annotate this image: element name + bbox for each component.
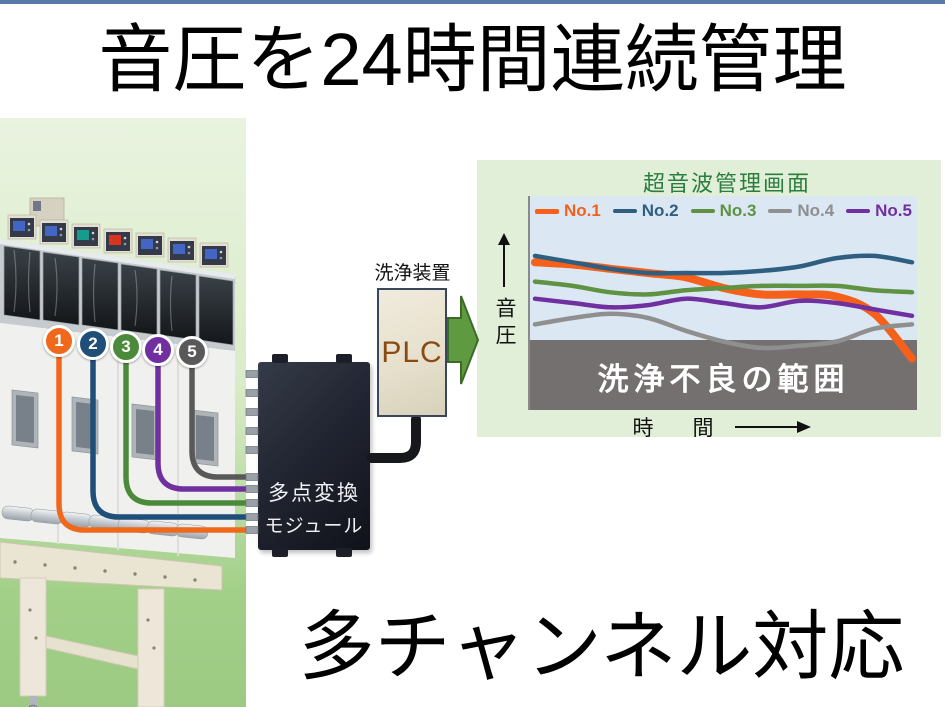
legend-label: No.1	[564, 201, 601, 220]
legend-label: No.4	[797, 201, 835, 220]
legend-item-No.1: No.1	[535, 201, 601, 221]
y-axis-text: 音圧	[493, 297, 516, 351]
legend-label: No.3	[719, 201, 757, 220]
channel-badge-4: 4	[142, 334, 174, 366]
module-connector	[245, 526, 259, 534]
machine-photo	[0, 118, 246, 707]
legend-item-No.3: No.3	[690, 201, 757, 221]
module-connector	[245, 427, 259, 435]
legend-label: No.5	[875, 201, 912, 220]
legend-swatch-icon	[690, 209, 715, 213]
module-mount-tab	[272, 548, 288, 557]
chart-legend: No.1 No.2 No.3 No.4 No.5	[535, 201, 912, 221]
module-connector	[245, 408, 259, 416]
channel-badge-3: 3	[110, 331, 142, 363]
module-connector	[245, 389, 259, 397]
top-accent-bar	[0, 0, 945, 4]
glass-doors	[3, 245, 234, 346]
channel-badge-2: 2	[77, 328, 109, 360]
module-connector	[245, 446, 259, 454]
legend-swatch-icon	[846, 209, 871, 213]
conversion-module-box: 多点変換 モジュール	[258, 362, 370, 550]
module-label-line1: 多点変換	[268, 482, 360, 505]
plc-text: PLC	[381, 335, 443, 369]
x-axis-arrow-icon	[734, 421, 811, 433]
x-axis-text: 時 間	[632, 417, 723, 440]
warning-band: 洗浄不良の範囲	[530, 340, 917, 410]
module-label-line2: モジュール	[264, 516, 364, 537]
legend-item-No.4: No.4	[768, 201, 834, 221]
series-line-No.1	[531, 258, 916, 363]
module-connector	[245, 513, 259, 521]
plc-cable	[366, 414, 421, 463]
control-units	[7, 214, 229, 268]
legend-swatch-icon	[768, 209, 793, 213]
legend-item-No.2: No.2	[612, 201, 679, 221]
series-line-No.2	[532, 253, 915, 276]
plc-box: PLC	[377, 288, 447, 417]
chart-lines	[531, 253, 916, 363]
page-title: 音圧を24時間連続管理	[98, 18, 847, 101]
module-connector	[245, 473, 259, 481]
legend-swatch-icon	[535, 208, 559, 214]
x-axis-label: 時 間	[528, 412, 915, 442]
flow-arrow-icon	[447, 295, 480, 385]
bottom-caption: 多チャンネル対応	[298, 605, 905, 690]
module-mount-tab	[272, 354, 288, 363]
plc-label: 洗浄装置	[374, 263, 451, 284]
legend-swatch-icon	[612, 209, 637, 213]
series-line-No.5	[532, 296, 915, 319]
series-line-No.4	[532, 311, 915, 351]
chart-plot-area: 洗浄不良の範囲 No.1 No.2 No.3 No.4 No.5	[528, 196, 917, 410]
module-mount-tab	[336, 354, 352, 363]
channel-badge-1: 1	[43, 325, 75, 357]
channel-badge-5: 5	[176, 336, 208, 368]
machine-illustration	[0, 118, 246, 707]
warning-band-label: 洗浄不良の範囲	[597, 362, 850, 397]
legend-label: No.2	[641, 201, 679, 220]
series-line-No.3	[532, 279, 915, 297]
y-axis-label: 音圧	[488, 233, 520, 351]
module-connector	[245, 499, 259, 507]
module-mount-tab	[336, 548, 352, 557]
legend-item-No.5: No.5	[846, 201, 912, 221]
module-connector	[245, 370, 259, 378]
chart-title: 超音波管理画面	[642, 171, 811, 196]
module-connector	[245, 485, 259, 493]
y-axis-arrow-icon	[498, 233, 510, 287]
